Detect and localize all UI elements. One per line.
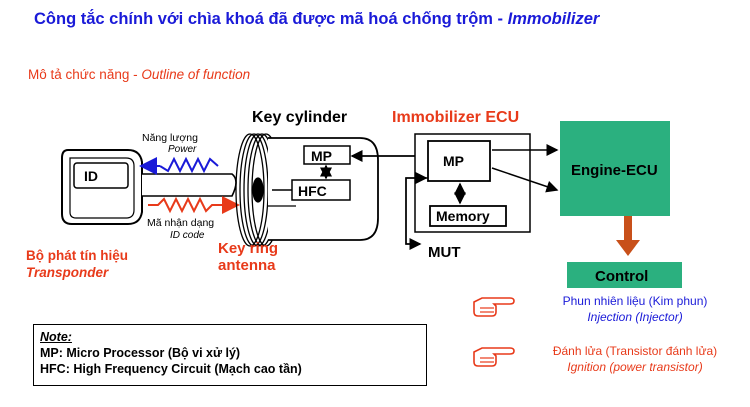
output-injection-en: Injection (Injector): [587, 310, 683, 324]
output-injection-vi: Phun nhiên liệu (Kim phun): [562, 294, 708, 308]
output-ignition-en: Ignition (power transistor): [567, 360, 703, 374]
transponder-label: Bộ phát tín hiệu Transponder: [26, 247, 128, 281]
mut-label: MUT: [428, 244, 461, 261]
control-label: Control: [595, 268, 648, 285]
note-heading: Note:: [40, 330, 72, 344]
transponder-label-vi: Bộ phát tín hiệu: [26, 248, 128, 263]
page-subtitle: Mô tả chức năng - Outline of function: [28, 67, 251, 82]
idcode-label-vi: Mã nhận dạng: [147, 217, 214, 229]
hfc-label: HFC: [298, 183, 327, 199]
note-line-mp: MP: Micro Processor (Bộ vi xử lý): [40, 346, 241, 360]
output-arrow-head: [616, 240, 640, 256]
key-head: ID: [61, 149, 143, 225]
key-blade: [142, 173, 237, 197]
output-ignition: Đánh lửa (Transistor đánh lửa) Ignition …: [520, 343, 750, 375]
note-box: Note: MP: Micro Processor (Bộ vi xử lý) …: [33, 324, 427, 386]
transponder-label-en: Transponder: [26, 265, 109, 280]
engine-ecu-box: [560, 121, 670, 216]
cylinder-mp-box: [303, 145, 351, 165]
key-ring-label-line1: Key ring: [218, 240, 279, 257]
idcode-label-en: ID code: [170, 230, 205, 241]
key-ring-label-line2: antenna: [218, 257, 276, 274]
power-label-vi: Năng lượng: [142, 132, 198, 144]
immobilizer-ecu-label: Immobilizer ECU: [392, 109, 519, 126]
memory-label: Memory: [436, 208, 490, 224]
cylinder-mp-label: MP: [311, 148, 332, 164]
ecu-mp-box: [427, 140, 491, 182]
id-chip: [73, 162, 129, 189]
engine-ecu-label: Engine-ECU: [571, 162, 658, 179]
power-label-en: Power: [168, 144, 197, 155]
idcode-wave: [148, 196, 220, 214]
page-title: Công tắc chính với chìa khoá đã được mã …: [34, 10, 600, 28]
control-box: [567, 262, 682, 288]
key-cylinder-label: Key cylinder: [252, 109, 347, 126]
memory-box: [429, 205, 507, 227]
output-injection: Phun nhiên liệu (Kim phun) Injection (In…: [520, 293, 750, 325]
key-ring-antenna-label: Key ring antenna: [218, 240, 278, 274]
id-chip-label: ID: [84, 168, 98, 184]
pointing-hand-icon: [473, 297, 515, 317]
ecu-mp-label: MP: [443, 153, 464, 169]
power-wave: [159, 156, 219, 174]
pointing-hand-icon: [473, 347, 515, 367]
note-line-hfc: HFC: High Frequency Circuit (Mạch cao tầ…: [40, 362, 302, 376]
output-ignition-vi: Đánh lửa (Transistor đánh lửa): [552, 344, 718, 358]
output-arrow-shaft: [624, 216, 632, 242]
